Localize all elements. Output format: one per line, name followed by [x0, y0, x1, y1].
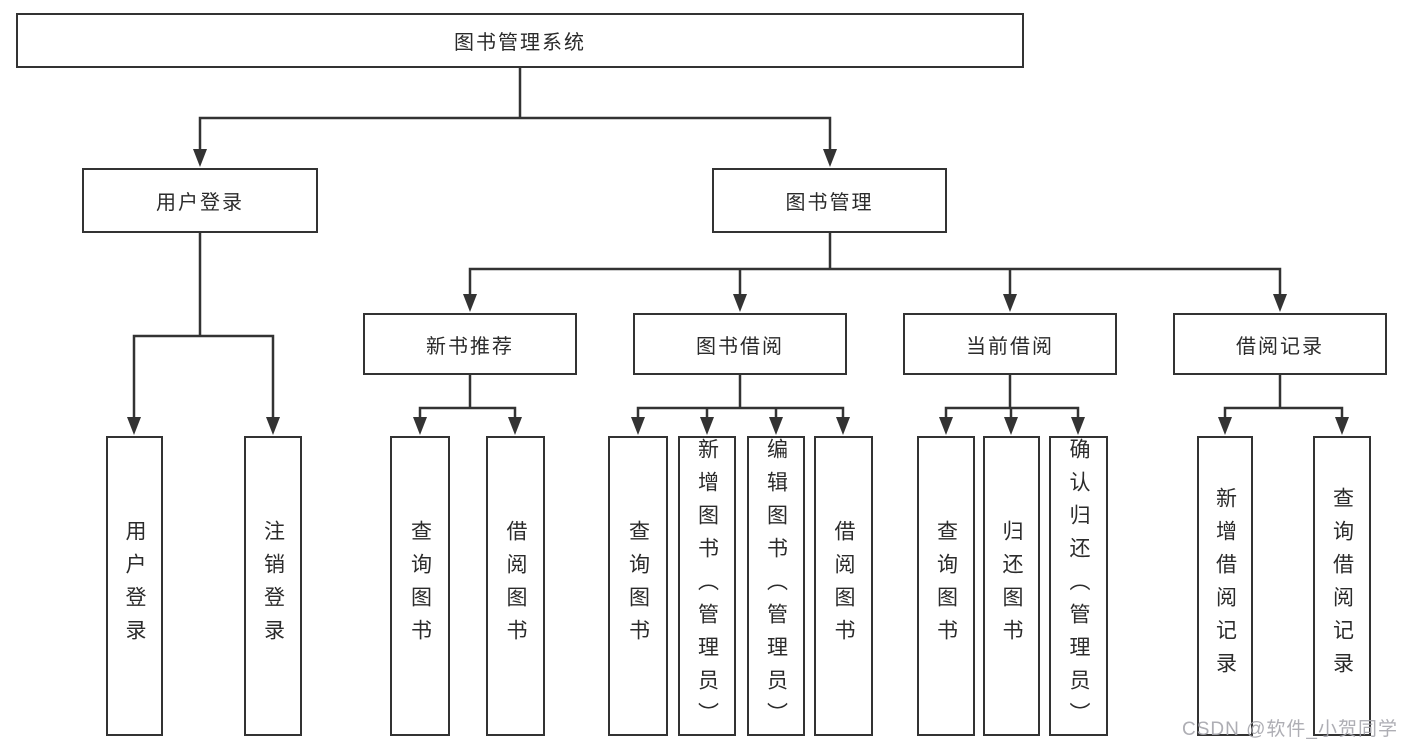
node-borrowing-records: 借阅记录 [1173, 313, 1387, 375]
node-label: 借阅图书 [832, 520, 855, 652]
node-label: 当前借阅 [966, 335, 1054, 358]
node-label: 注销登录 [261, 520, 285, 652]
leaf-borrow-books-borrowing: 借阅图书 [814, 436, 873, 736]
node-label: 确认归还（管理员） [1067, 437, 1090, 735]
leaf-edit-books-admin: 编辑图书（管理员） [747, 436, 805, 736]
leaf-add-borrow-record: 新增借阅记录 [1197, 436, 1253, 736]
leaf-return-books: 归还图书 [983, 436, 1040, 736]
node-label: 查询借阅记录 [1330, 487, 1354, 685]
node-label: 新增借阅记录 [1213, 487, 1237, 685]
node-label: 用户登录 [123, 520, 146, 652]
leaf-user-login: 用户登录 [106, 436, 163, 736]
node-label: 用户登录 [156, 192, 244, 214]
leaf-query-books-current: 查询图书 [917, 436, 975, 736]
node-label: 借阅记录 [1236, 335, 1324, 358]
node-label: 新增图书（管理员） [695, 437, 719, 735]
node-user-login: 用户登录 [82, 168, 318, 233]
node-new-book-recommendation: 新书推荐 [363, 313, 577, 375]
leaf-query-books-recommend: 查询图书 [390, 436, 450, 736]
leaf-logout-login: 注销登录 [244, 436, 302, 736]
leaf-add-books-admin: 新增图书（管理员） [678, 436, 736, 736]
node-label: 借阅图书 [504, 520, 527, 652]
node-label: 编辑图书（管理员） [764, 437, 788, 735]
leaf-confirm-return-admin: 确认归还（管理员） [1049, 436, 1108, 736]
node-book-borrowing: 图书借阅 [633, 313, 847, 375]
leaf-borrow-books-recommend: 借阅图书 [486, 436, 545, 736]
node-label: 查询图书 [626, 520, 650, 652]
node-current-borrowing: 当前借阅 [903, 313, 1117, 375]
node-book-management: 图书管理 [712, 168, 947, 233]
node-library-management-system: 图书管理系统 [16, 13, 1024, 68]
node-label: 查询图书 [408, 520, 432, 652]
node-label: 图书借阅 [696, 335, 784, 358]
node-label: 查询图书 [934, 520, 958, 652]
node-label: 图书管理系统 [454, 32, 586, 54]
leaf-query-borrow-record: 查询借阅记录 [1313, 436, 1371, 736]
csdn-watermark: CSDN @软件_小贺同学 [1182, 719, 1398, 740]
node-label: 归还图书 [1000, 520, 1023, 652]
node-label: 图书管理 [785, 192, 874, 214]
node-label: 新书推荐 [426, 335, 514, 358]
leaf-query-books-borrowing: 查询图书 [608, 436, 668, 736]
